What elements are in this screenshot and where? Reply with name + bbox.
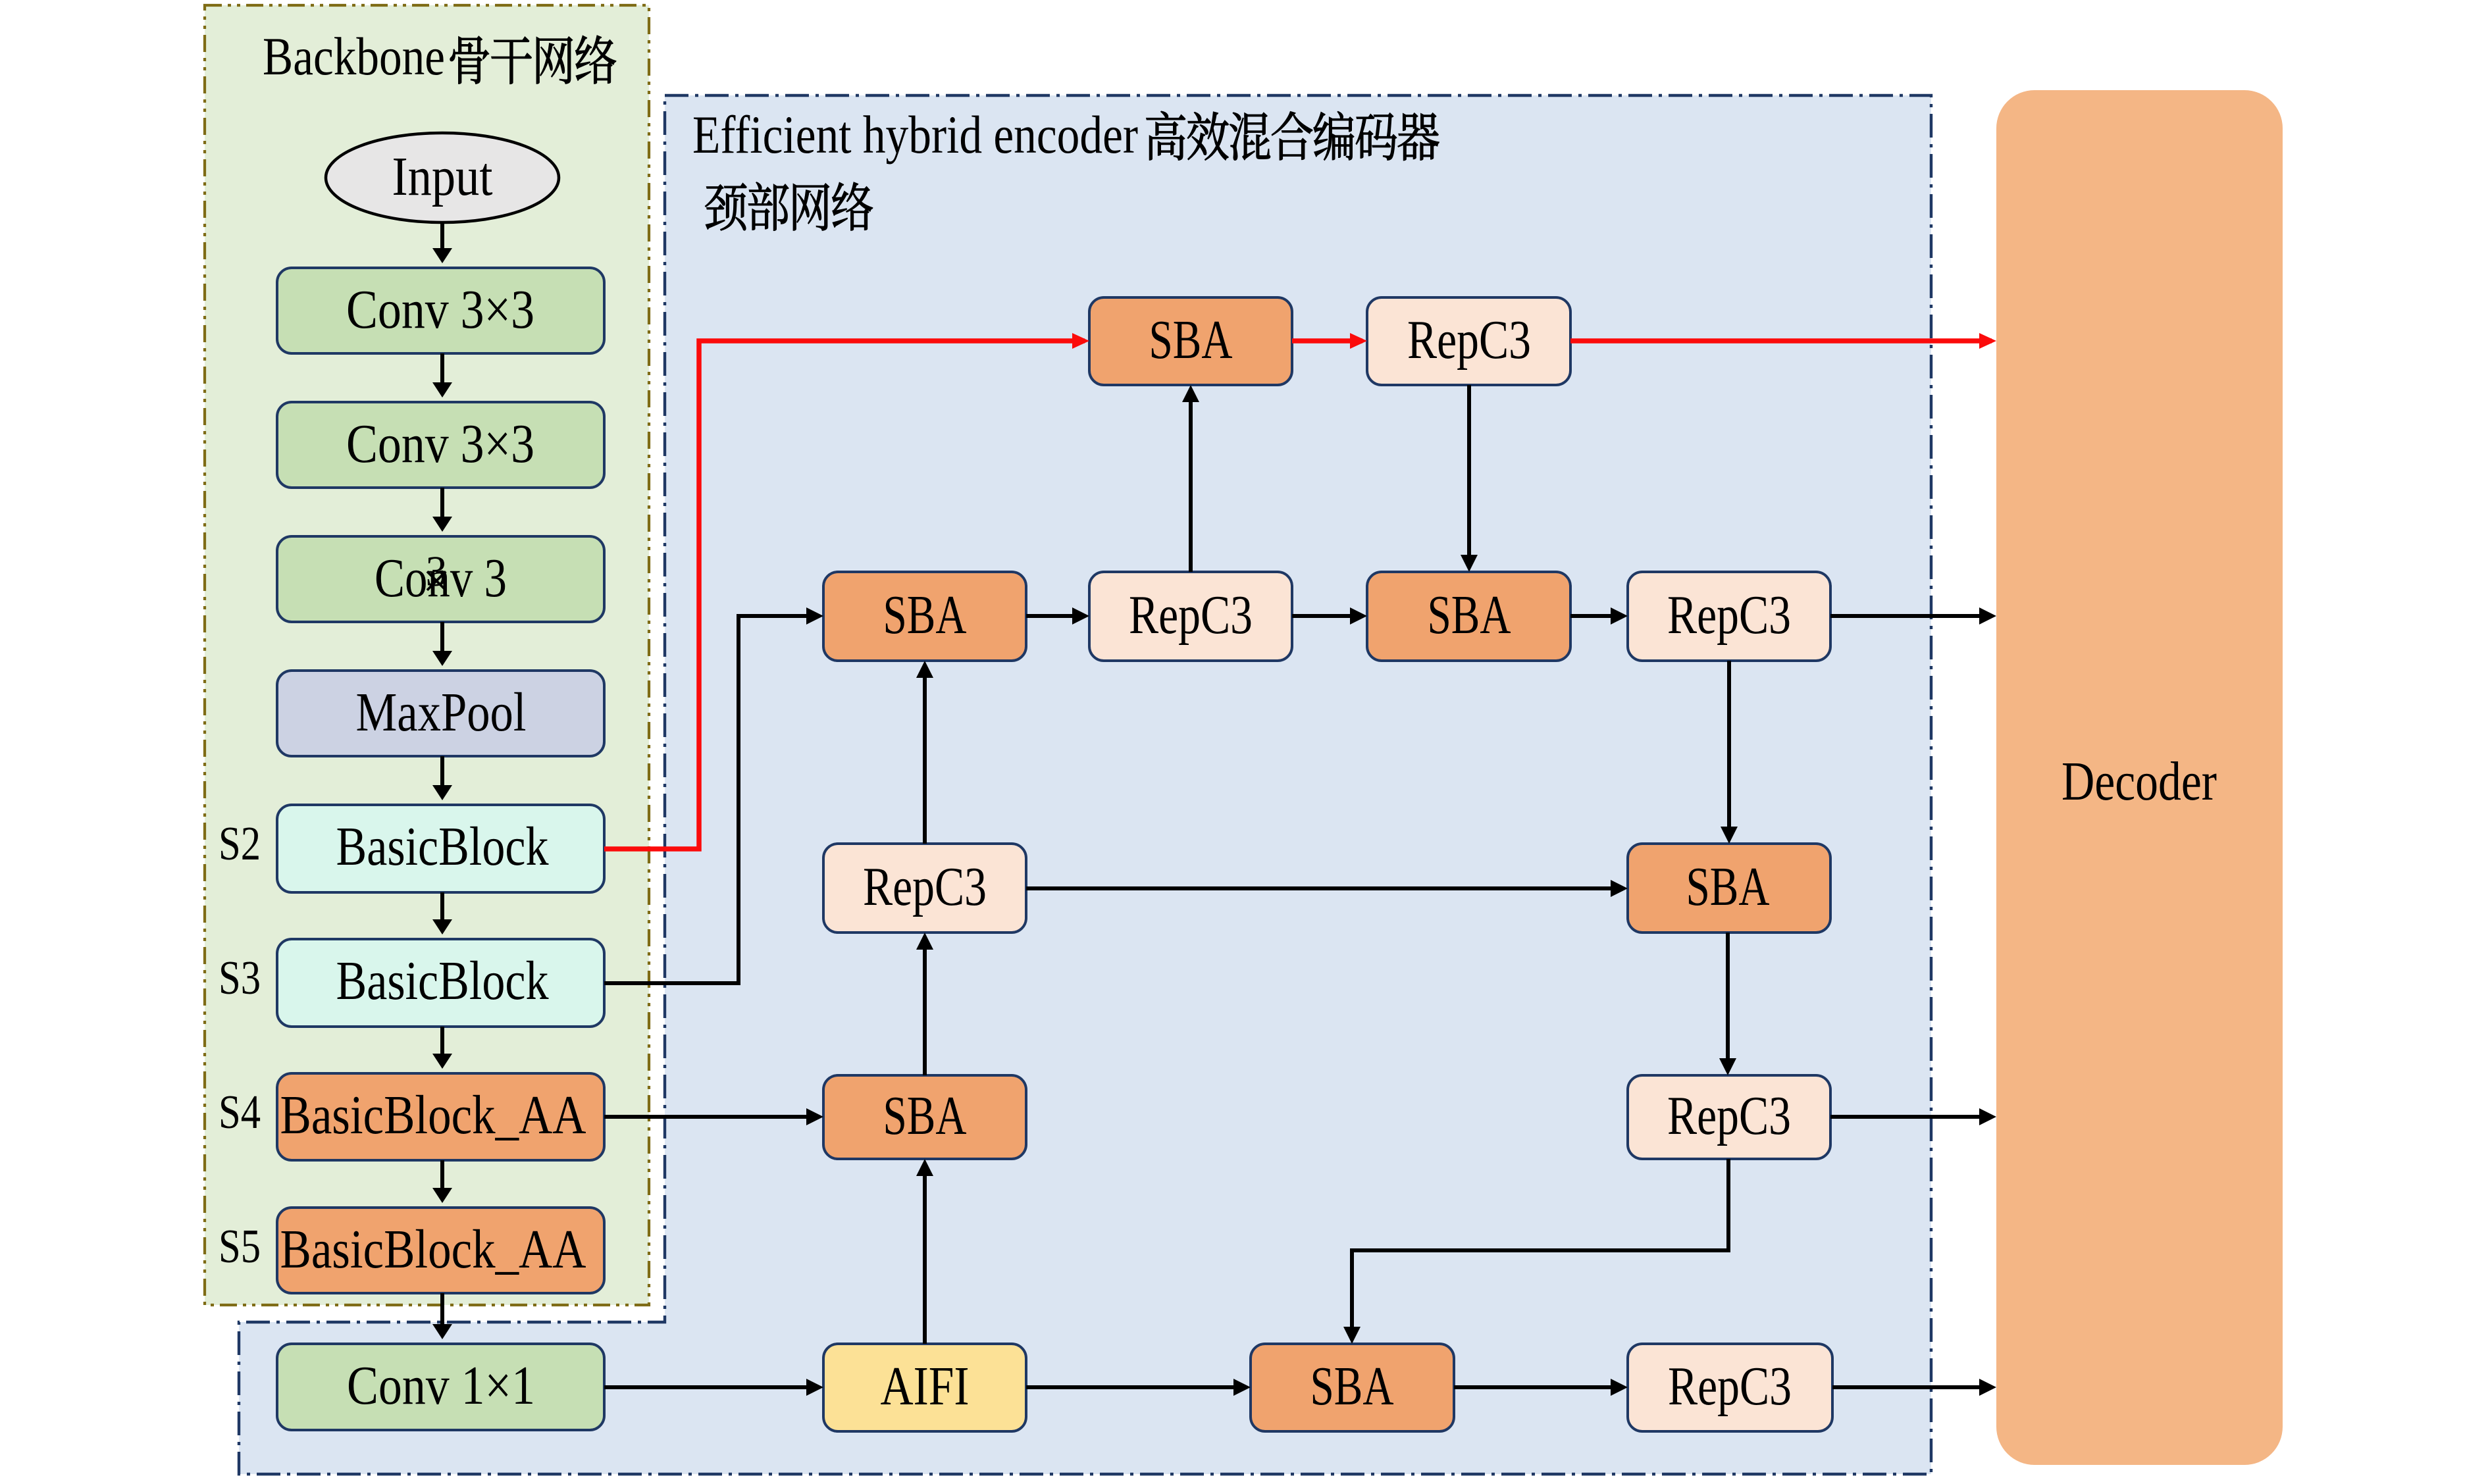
svg-text:SBA: SBA [1686,856,1770,917]
svg-text:Conv 3: Conv 3 [375,548,507,609]
svg-text:BasicBlock: BasicBlock [336,816,549,877]
svg-text:BasicBlock_AA: BasicBlock_AA [280,1085,586,1146]
svg-text:Conv 1×1: Conv 1×1 [347,1355,535,1416]
svg-text:RepC3: RepC3 [1667,1085,1791,1146]
svg-text:SBA: SBA [883,584,967,646]
svg-text:S3: S3 [219,951,261,1004]
svg-text:S2: S2 [219,817,261,870]
svg-text:RepC3: RepC3 [1668,1356,1792,1417]
svg-text:Conv 3×3: Conv 3×3 [346,279,534,340]
svg-text:MaxPool: MaxPool [356,682,527,743]
svg-text:3: 3 [426,548,448,596]
svg-text:AIFI: AIFI [881,1356,970,1417]
svg-text:Input: Input [392,146,493,207]
svg-text:Efficient hybrid encoder: Efficient hybrid encoder [692,105,1138,165]
svg-text:RepC3: RepC3 [1407,309,1531,371]
svg-text:SBA: SBA [1310,1356,1394,1417]
svg-text:×: × [423,553,451,609]
svg-text:BasicBlock: BasicBlock [336,950,549,1011]
svg-text:Backbone: Backbone [263,26,445,86]
svg-text:SBA: SBA [1149,309,1233,371]
svg-text:S5: S5 [219,1219,261,1273]
svg-text:SBA: SBA [1428,584,1511,646]
svg-text:SBA: SBA [883,1085,967,1146]
svg-text:Decoder: Decoder [2061,751,2217,812]
svg-text:BasicBlock_AA: BasicBlock_AA [280,1219,586,1280]
svg-text:RepC3: RepC3 [1667,584,1791,646]
svg-text:Conv 3×3: Conv 3×3 [346,413,534,474]
svg-text:S4: S4 [219,1085,261,1139]
svg-text:RepC3: RepC3 [863,856,987,917]
svg-text:RepC3: RepC3 [1129,584,1253,646]
